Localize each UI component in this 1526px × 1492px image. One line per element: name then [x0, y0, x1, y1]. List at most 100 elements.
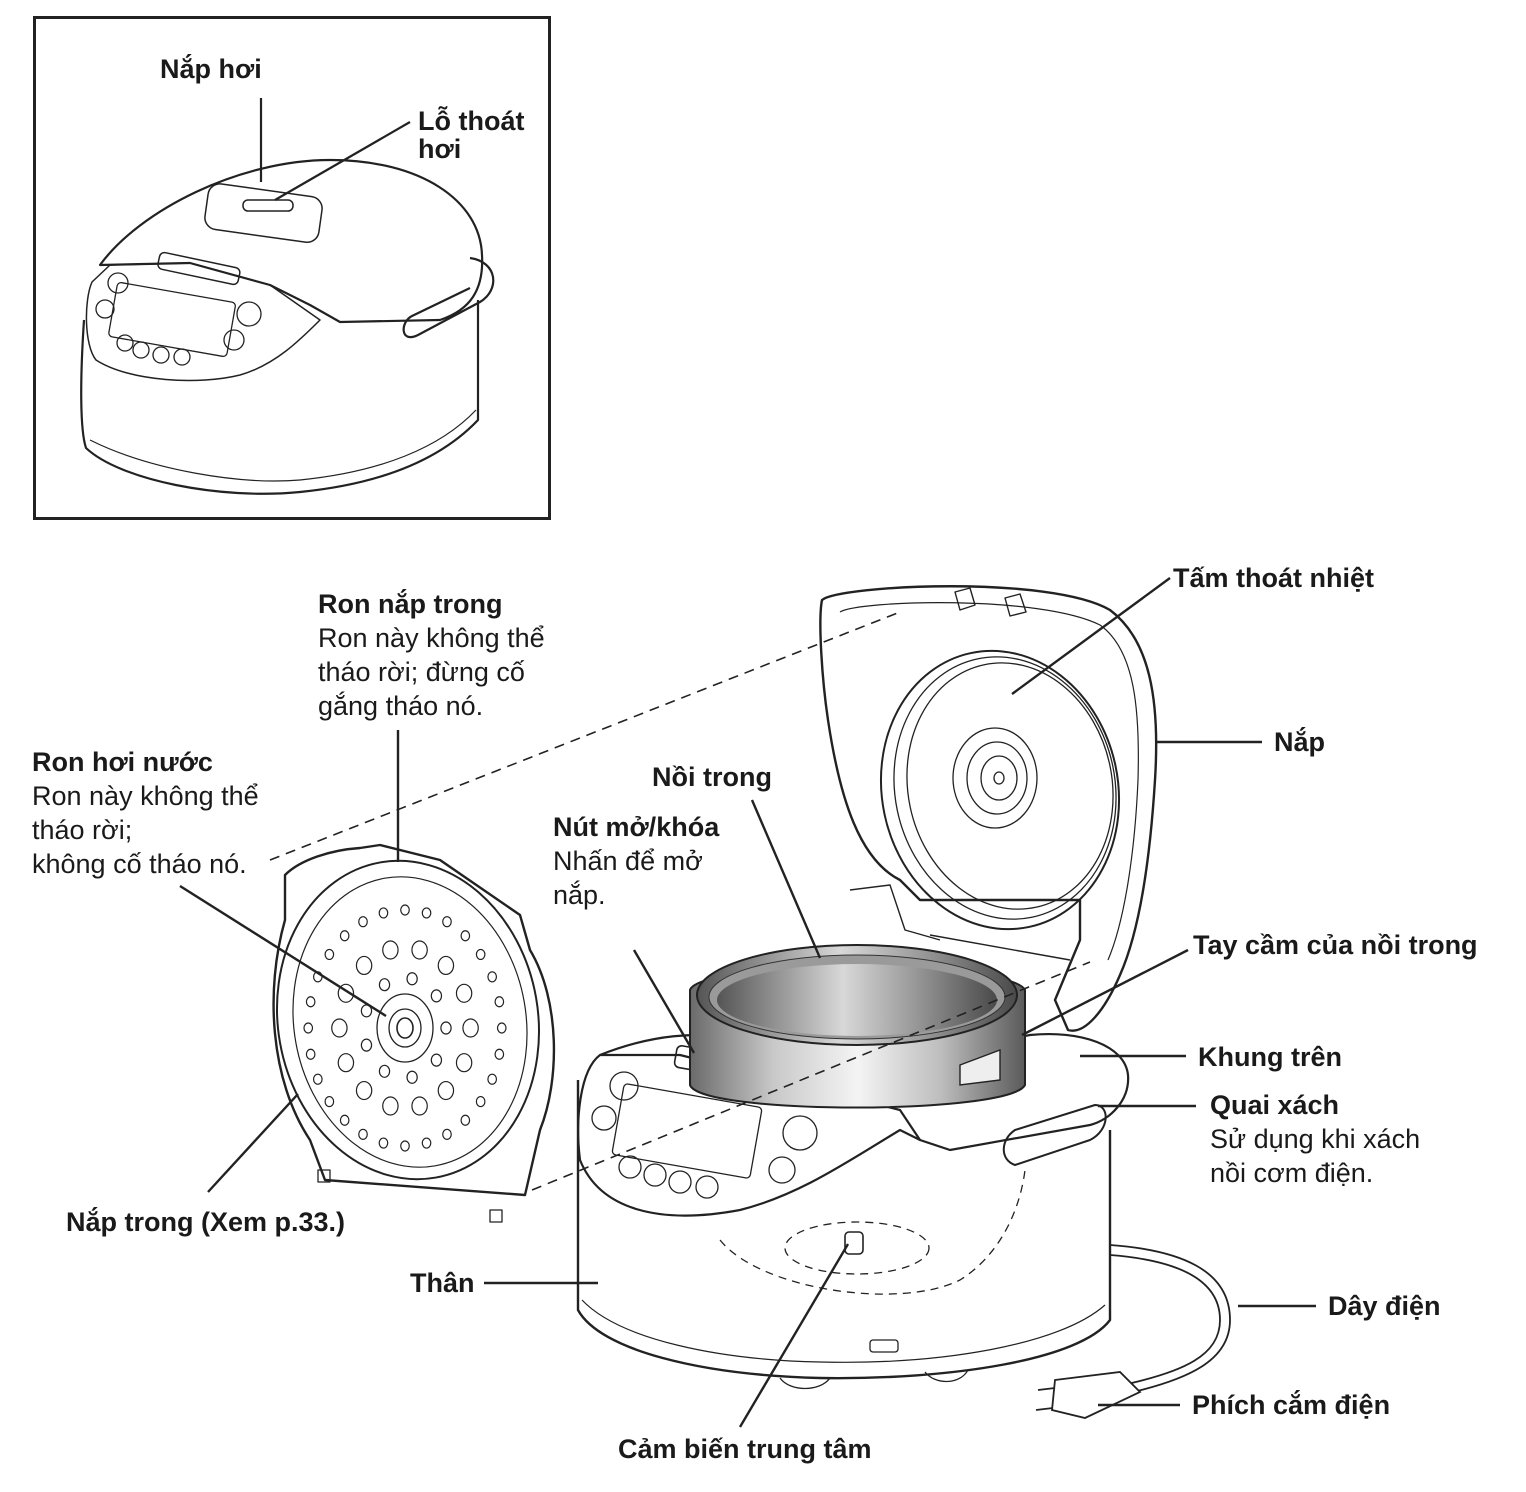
label-inner-lid-gasket-desc-2: tháo rời; đừng cố	[318, 657, 525, 687]
carry-handle	[1002, 1104, 1107, 1166]
label-inner-lid: Nắp trong (Xem p.33.)	[66, 1205, 345, 1239]
steam-hole	[400, 1140, 410, 1152]
label-power-cord-title: Dây điện	[1328, 1291, 1441, 1321]
steam-hole	[494, 996, 505, 1008]
steam-hole	[430, 989, 443, 1003]
label-inner-lid-title: Nắp trong (Xem p.33.)	[66, 1207, 346, 1237]
label-power-plug-title: Phích cắm điện	[1192, 1390, 1391, 1420]
steam-cap-plate	[204, 183, 323, 244]
label-carry-handle-desc-2: nồi cơm điện.	[1210, 1158, 1374, 1188]
label-carry-handle-desc-1: Sử dụng khi xách	[1210, 1124, 1421, 1154]
steam-hole	[360, 1038, 373, 1052]
label-power-plug: Phích cắm điện	[1192, 1388, 1390, 1422]
label-inner-lid-gasket-desc-3: gắng tháo nó.	[318, 691, 484, 721]
heat-plate	[879, 649, 1121, 931]
inset-release-button	[157, 251, 241, 286]
label-heat-plate: Tấm thoát nhiệt	[1173, 561, 1374, 595]
steam-hole	[442, 916, 452, 928]
steam-hole	[460, 930, 471, 942]
steam-hole	[430, 1053, 443, 1067]
label-open-button-desc-2: nắp.	[553, 880, 606, 910]
steam-hole	[440, 1021, 452, 1035]
steam-hole	[382, 940, 399, 960]
label-inner-pot-title: Nồi trong	[652, 762, 772, 792]
inset-frame	[33, 16, 551, 520]
label-inner-lid-gasket-desc-1: Ron này không thể	[318, 623, 545, 653]
label-heat-plate-title: Tấm thoát nhiệt	[1173, 563, 1374, 593]
label-center-sensor: Cảm biến trung tâm	[618, 1432, 872, 1466]
control-buttons	[591, 1071, 818, 1199]
label-inner-lid-gasket: Ron nắp trong Ron này không thể tháo rời…	[318, 587, 545, 723]
leader-lines	[179, 577, 1316, 1428]
steam-hole	[421, 907, 432, 919]
steam-hole	[305, 1048, 316, 1060]
steam-hole	[421, 1137, 432, 1149]
steam-hole	[331, 1018, 348, 1038]
steam-hole	[460, 1114, 471, 1126]
steam-hole	[312, 1073, 323, 1085]
steam-hole	[339, 1114, 350, 1126]
steam-hole	[406, 1070, 418, 1084]
control-display	[611, 1083, 763, 1179]
label-upper-frame-title: Khung trên	[1198, 1042, 1342, 1072]
steam-hole	[355, 955, 373, 976]
steam-hole	[355, 1080, 373, 1101]
steam-vent-slot	[242, 199, 294, 212]
steam-hole	[358, 1128, 368, 1140]
label-steam-cap-title: Nắp hơi	[160, 54, 262, 84]
steam-hole	[303, 1022, 314, 1034]
steam-hole	[378, 1137, 389, 1149]
steam-hole	[496, 1022, 507, 1034]
label-steam-cap: Nắp hơi	[160, 52, 262, 86]
steam-hole	[455, 1053, 473, 1073]
inner-lid-illustration	[272, 843, 556, 1223]
cooker-body	[576, 1080, 1112, 1380]
label-open-button-desc-1: Nhấn để mở	[553, 846, 703, 876]
label-lid-title: Nắp	[1274, 727, 1326, 757]
steam-hole	[411, 940, 428, 960]
steam-hole	[305, 996, 316, 1008]
inset-display	[108, 281, 236, 358]
inset-panel	[85, 262, 321, 382]
label-steam-vent-line2: hơi	[418, 134, 462, 164]
label-steam-gasket-desc-2: tháo rời;	[32, 815, 133, 845]
steam-hole	[378, 1064, 391, 1078]
label-upper-frame: Khung trên	[1198, 1040, 1342, 1074]
power-cord	[1109, 1244, 1231, 1396]
steam-hole	[475, 948, 486, 961]
steam-hole	[378, 978, 391, 992]
label-steam-vent: Lỗ thoát hơi	[418, 104, 524, 166]
closed-cooker-illustration	[80, 158, 495, 495]
label-body: Thân	[410, 1266, 475, 1300]
steam-hole	[411, 1096, 428, 1116]
label-steam-gasket-desc-1: Ron này không thể	[32, 781, 259, 811]
steam-hole	[358, 916, 368, 928]
label-carry-handle-title: Quai xách	[1210, 1090, 1340, 1120]
steam-hole	[400, 904, 410, 916]
steam-hole	[378, 907, 389, 919]
steam-hole	[487, 1073, 498, 1085]
open-lid	[819, 585, 1158, 1032]
label-lid: Nắp	[1274, 725, 1325, 759]
inset-body	[80, 300, 480, 495]
steam-hole	[462, 1018, 479, 1038]
open-lid-inner-rim	[839, 602, 1139, 961]
inset-carry-handle	[402, 256, 495, 339]
control-panel	[577, 1053, 922, 1217]
label-center-sensor-title: Cảm biến trung tâm	[618, 1434, 872, 1464]
steam-hole	[337, 983, 355, 1003]
inner-pot	[689, 944, 1026, 1109]
upper-frame	[599, 1033, 1130, 1152]
label-inner-lid-gasket-title: Ron nắp trong	[318, 589, 503, 619]
steam-hole	[442, 1128, 452, 1140]
power-plug	[1035, 1371, 1142, 1419]
label-steam-gasket: Ron hơi nước Ron này không thể tháo rời;…	[32, 745, 259, 881]
label-inner-pot: Nồi trong	[652, 760, 772, 794]
inset-lid	[98, 158, 484, 324]
label-inner-pot-handle: Tay cầm của nồi trong	[1193, 928, 1478, 962]
steam-hole	[324, 1095, 335, 1108]
steam-hole	[337, 1053, 355, 1073]
label-steam-gasket-title: Ron hơi nước	[32, 747, 213, 777]
steam-hole	[339, 930, 350, 942]
